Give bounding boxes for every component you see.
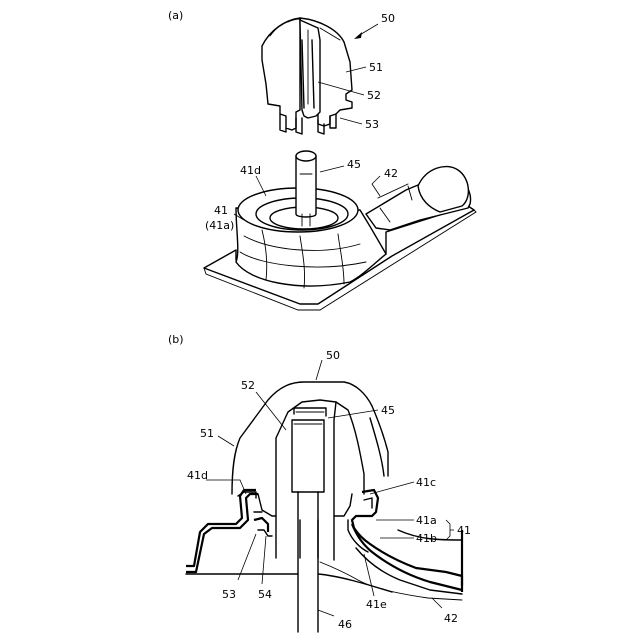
ref-b-54: 54 — [258, 588, 272, 601]
ref-b-41e: 41e — [366, 598, 387, 611]
ref-a-50: 50 — [381, 12, 395, 25]
base-41-right — [186, 490, 462, 600]
panel-a: (a) — [168, 9, 476, 310]
cap-50-exploded — [262, 18, 378, 134]
ref-b-41d: 41d — [187, 469, 208, 482]
ref-a-53: 53 — [365, 118, 379, 131]
ref-b-51: 51 — [200, 427, 214, 440]
panel-a-label: (a) — [168, 9, 183, 22]
ref-b-41a: 41a — [416, 514, 437, 527]
ref-b-41c: 41c — [416, 476, 436, 489]
ref-a-41a: (41a) — [205, 219, 234, 232]
ref-b-53: 53 — [222, 588, 236, 601]
ref-b-50: 50 — [326, 349, 340, 362]
base-41-left — [186, 490, 272, 572]
ref-a-51: 51 — [369, 61, 383, 74]
ref-a-42: 42 — [384, 167, 398, 180]
ref-a-41d: 41d — [240, 164, 261, 177]
ref-a-41: 41 — [214, 204, 228, 217]
ref-b-41b: 41b — [416, 532, 437, 545]
panel-b-label: (b) — [168, 333, 184, 346]
ref-a-52: 52 — [367, 89, 381, 102]
ref-b-42: 42 — [444, 612, 458, 625]
ref-b-41: 41 — [457, 524, 471, 537]
rod-45 — [292, 420, 324, 492]
ref-a-45: 45 — [347, 158, 361, 171]
ref-b-52: 52 — [241, 379, 255, 392]
panel-b: (b) — [168, 333, 471, 632]
ref-b-46: 46 — [338, 618, 352, 631]
ref-b-45: 45 — [381, 404, 395, 417]
shaft-46 — [298, 492, 318, 632]
